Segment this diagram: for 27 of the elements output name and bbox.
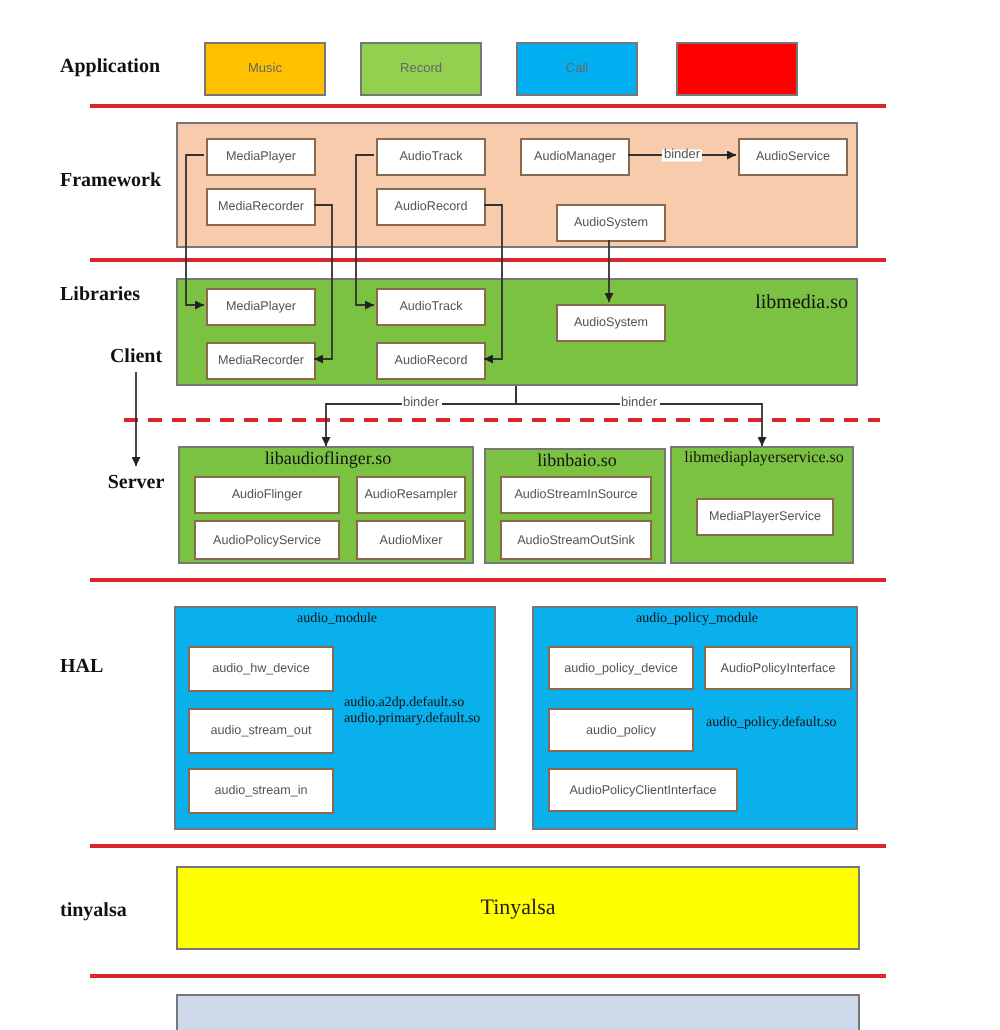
library-panel <box>176 278 858 386</box>
layer-box: Tinyalsa <box>176 866 860 950</box>
arrow <box>515 385 767 447</box>
layer-label: tinyalsa <box>60 900 127 922</box>
framework-panel <box>176 122 858 248</box>
library-panel <box>178 446 474 564</box>
module-panel <box>174 606 496 830</box>
arrow <box>604 239 614 303</box>
module-panel <box>532 606 858 830</box>
library-panel <box>670 446 854 564</box>
panel-title: libnbaio.so <box>535 452 619 472</box>
layer-label: Application <box>60 56 161 78</box>
panel-title: libaudioflinger.so <box>262 450 394 470</box>
app-box <box>676 42 798 96</box>
layer-label: Client <box>96 340 176 372</box>
library-panel <box>484 448 666 564</box>
layer-label: HAL <box>60 656 104 678</box>
arrow <box>313 204 333 364</box>
layer-label: Server <box>96 466 176 498</box>
panel-title: libmedia.so <box>753 292 848 314</box>
layer-label: Libraries <box>60 284 140 306</box>
layer-label: Framework <box>60 170 162 192</box>
arrow <box>483 204 503 364</box>
arrow <box>355 154 375 310</box>
arrow <box>185 154 205 310</box>
arrow <box>131 371 141 467</box>
panel-title: libmediaplayerservice.so <box>682 450 846 468</box>
